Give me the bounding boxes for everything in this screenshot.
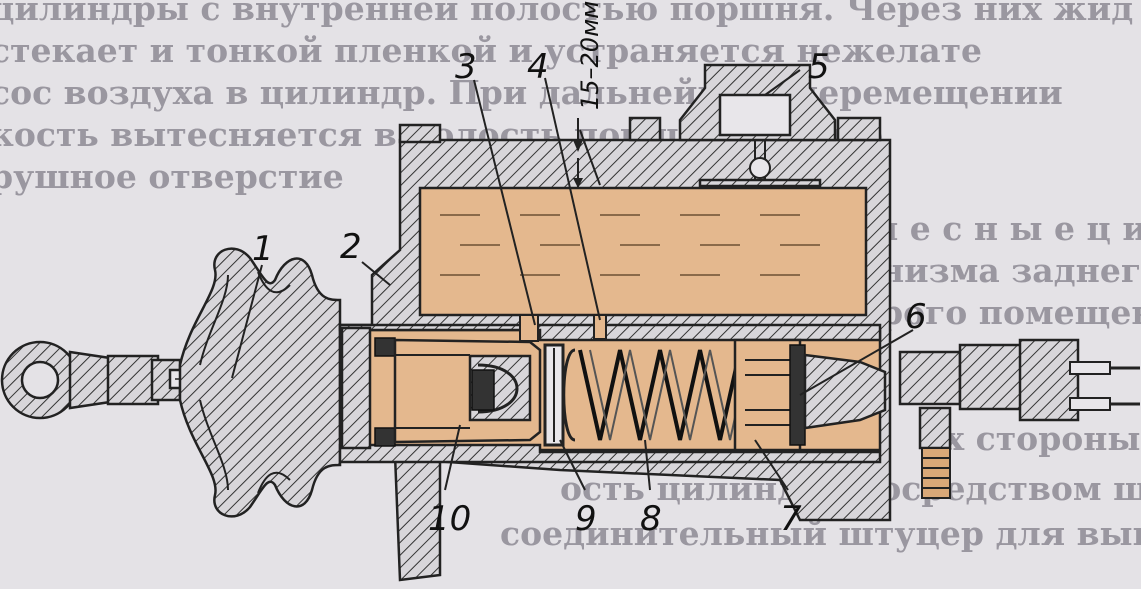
callouts: 1 2 3 4 5 6 7 8 9 10 bbox=[252, 47, 927, 539]
dimension-label: 15–20мм bbox=[576, 1, 604, 110]
seal-lower bbox=[374, 427, 396, 447]
callout-9: 9 bbox=[575, 499, 597, 539]
callout-lines bbox=[231, 69, 914, 491]
bg-line-1: цилиндры с внутренней полостью поршня. Ч… bbox=[0, 0, 1133, 28]
bg-line-9: их стороны bbox=[920, 419, 1141, 458]
seal-upper bbox=[374, 337, 396, 357]
return-spring bbox=[562, 348, 762, 442]
fluid-reservoir bbox=[418, 186, 868, 317]
callout-6: 6 bbox=[905, 297, 927, 337]
rubber-boot bbox=[178, 247, 342, 518]
dimension-marker: 15–20мм bbox=[573, 1, 604, 188]
callout-8: 8 bbox=[640, 499, 662, 539]
bypass-port bbox=[593, 314, 607, 340]
callout-3: 3 bbox=[455, 47, 477, 87]
callout-7: 7 bbox=[780, 499, 802, 539]
bg-line-8: рого помещены bbox=[880, 293, 1141, 332]
check-valve bbox=[733, 338, 887, 452]
bg-line-5: рушное отверстие bbox=[0, 157, 344, 196]
callout-4: 4 bbox=[527, 47, 549, 87]
bg-line-2: стекает и тонкой пленкой и устраняется н… bbox=[0, 31, 982, 70]
compensating-port bbox=[519, 314, 539, 342]
retaining-ring bbox=[340, 326, 372, 450]
callout-1: 1 bbox=[252, 229, 274, 269]
bg-line-7: низма заднего колеса состоят из литого к… bbox=[880, 251, 1141, 290]
callout-2: 2 bbox=[340, 227, 362, 267]
pushrod-eye bbox=[0, 340, 182, 420]
outlet-fittings bbox=[898, 338, 1140, 499]
piston bbox=[393, 338, 542, 444]
callout-10: 10 bbox=[428, 499, 471, 539]
bg-line-3: сос воздуха в цилиндр. При дальнейшем пе… bbox=[0, 73, 1063, 112]
callout-5: 5 bbox=[808, 47, 830, 87]
